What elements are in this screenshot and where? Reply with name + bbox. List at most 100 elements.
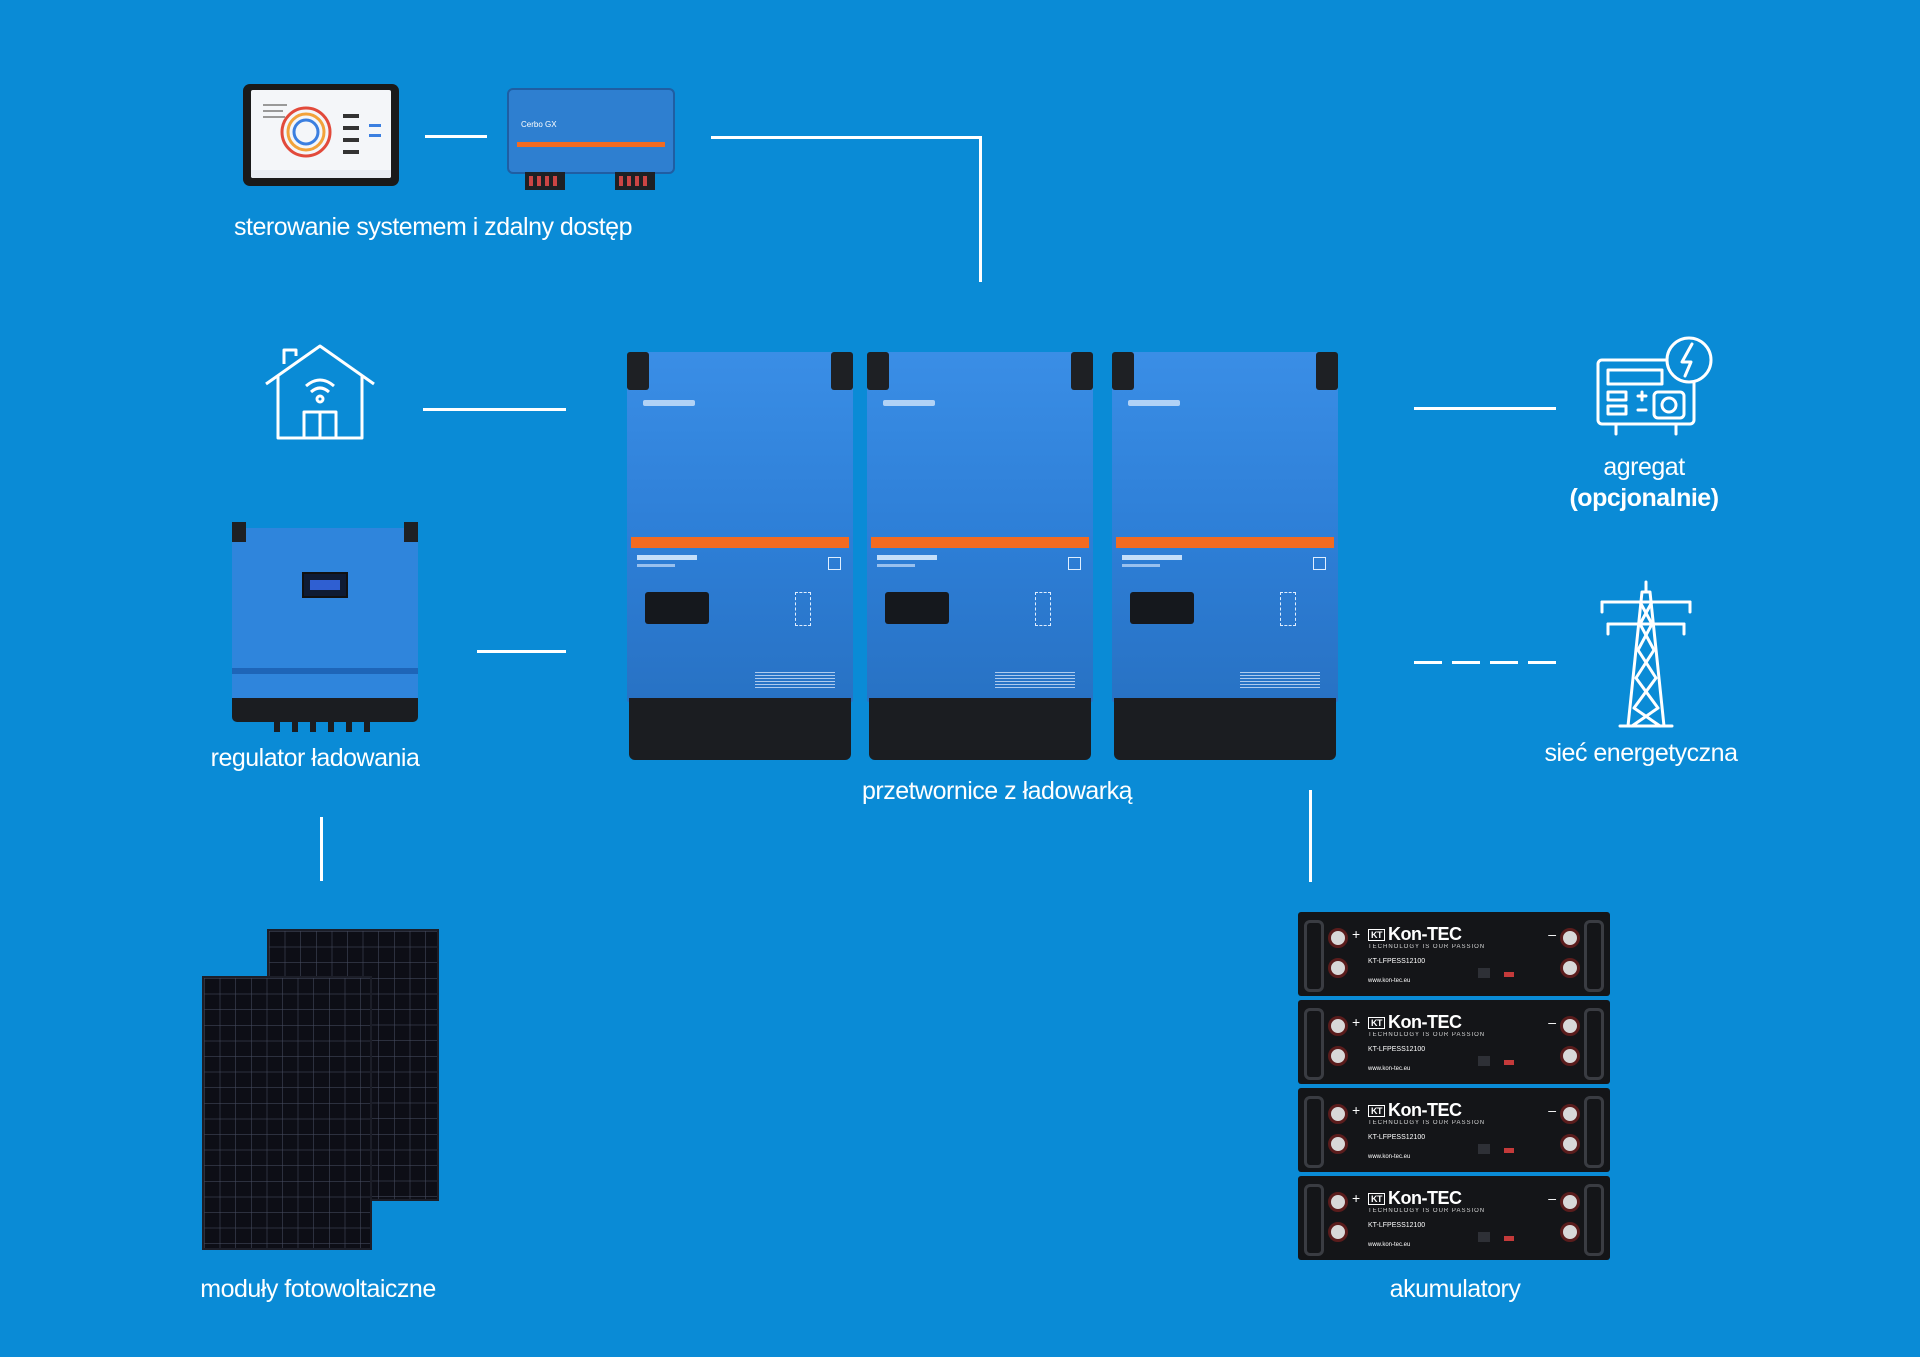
kontec-brand: Kon-TEC <box>1388 1188 1462 1208</box>
connector-grid-dash <box>1490 661 1518 664</box>
battery-port <box>1478 1232 1490 1242</box>
minus-sign: – <box>1548 1190 1556 1206</box>
house-icon <box>265 344 375 440</box>
inverter-led-panel <box>1130 592 1194 624</box>
mppt-terminal <box>310 720 316 732</box>
inverter-model-sub <box>637 564 675 567</box>
inverter-model-label <box>1122 555 1182 560</box>
cerbo-connectors <box>525 172 655 190</box>
label-pv-modules: moduły fotowoltaiczne <box>200 1275 436 1303</box>
battery-handle <box>1584 1008 1604 1080</box>
mppt-base <box>232 698 418 722</box>
mppt-terminal <box>274 720 280 732</box>
victron-logo <box>643 400 695 406</box>
label-control-remote-access: sterowanie systemem i zdalny dostęp <box>234 213 632 241</box>
label-charge-controller: regulator ładowania <box>210 744 420 772</box>
connector-inverters-generator <box>1414 407 1556 410</box>
inverter-schematic <box>1280 592 1296 626</box>
inverter-corner <box>1316 352 1338 390</box>
battery-model: KT-LFPESS12100 <box>1368 1134 1426 1141</box>
kontec-tagline: TECHNOLOGY IS OUR PASSION <box>1368 1120 1486 1126</box>
battery-terminal <box>1328 1046 1348 1066</box>
inverter-corner <box>1112 352 1134 390</box>
mppt-terminal <box>346 720 352 732</box>
cerbo-label: Cerbo GX <box>521 120 557 129</box>
battery-website: www.kon-tec.eu <box>1368 1066 1411 1072</box>
tablet-screen <box>251 90 391 178</box>
battery-terminal <box>1328 1134 1348 1154</box>
inverter-base <box>629 698 851 760</box>
inverter-schematic <box>795 592 811 626</box>
battery-terminal <box>1328 1104 1348 1124</box>
plus-sign: + <box>1352 926 1361 942</box>
battery-website: www.kon-tec.eu <box>1368 978 1411 984</box>
dashboard-graphic <box>251 104 391 178</box>
plus-sign: + <box>1352 1190 1361 1206</box>
mppt-body <box>232 528 418 702</box>
battery-switch <box>1504 1236 1514 1241</box>
connector-tablet-cerbo <box>425 135 487 138</box>
kontec-logo-box: KT <box>1368 1017 1385 1030</box>
gx-touch-tablet <box>243 84 399 186</box>
battery-port <box>1478 1056 1490 1066</box>
battery-handle <box>1304 1008 1324 1080</box>
inverter-corner <box>831 352 853 390</box>
battery-handle <box>1304 1096 1324 1168</box>
battery-terminal <box>1560 1134 1580 1154</box>
inverter-model-label <box>637 555 697 560</box>
mppt-terminal <box>364 720 370 732</box>
cerbo-orange-stripe <box>517 142 665 147</box>
minus-sign: – <box>1548 926 1556 942</box>
minus-sign: – <box>1548 1102 1556 1118</box>
label-batteries: akumulatory <box>1389 1275 1521 1303</box>
connector-grid-dash <box>1414 661 1442 664</box>
connector-inverters-batteries <box>1309 790 1312 882</box>
inverter-qr <box>1068 557 1081 570</box>
battery-terminal <box>1560 1192 1580 1212</box>
connector-grid-dash <box>1452 661 1480 664</box>
battery-handle <box>1304 920 1324 992</box>
battery-model: KT-LFPESS12100 <box>1368 1046 1426 1053</box>
inverter-qr <box>1313 557 1326 570</box>
battery-port <box>1478 1144 1490 1154</box>
connector-mppt-inverters <box>477 650 566 653</box>
kontec-brand: Kon-TEC <box>1388 1012 1462 1032</box>
victron-logo <box>883 400 935 406</box>
inverter-fine-print <box>755 672 835 688</box>
battery-handle <box>1584 1184 1604 1256</box>
battery-handle <box>1584 920 1604 992</box>
inverter-corner <box>1071 352 1093 390</box>
battery-handle <box>1304 1184 1324 1256</box>
battery-terminal <box>1560 1046 1580 1066</box>
battery-website: www.kon-tec.eu <box>1368 1154 1411 1160</box>
inverter-corner <box>867 352 889 390</box>
generator-optional-note: (opcjonalnie) <box>1569 484 1719 513</box>
inverter-led-panel <box>885 592 949 624</box>
inverter-unit-2 <box>867 352 1093 760</box>
generator-text: agregat <box>1603 453 1685 481</box>
connector-mppt-pv <box>320 817 323 881</box>
victron-logo <box>1128 400 1180 406</box>
battery-model: KT-LFPESS12100 <box>1368 958 1426 965</box>
inverter-unit-3 <box>1112 352 1338 760</box>
kontec-tagline: TECHNOLOGY IS OUR PASSION <box>1368 1032 1486 1038</box>
battery-model: KT-LFPESS12100 <box>1368 1222 1426 1229</box>
label-generator: agregat (opcjonalnie) <box>1569 452 1719 515</box>
battery-switch <box>1504 1060 1514 1065</box>
inverter-fine-print <box>995 672 1075 688</box>
inverter-unit-1 <box>627 352 853 760</box>
battery-terminal <box>1328 1192 1348 1212</box>
inverter-body <box>627 352 853 702</box>
inverter-led-panel <box>645 592 709 624</box>
inverter-base <box>869 698 1091 760</box>
minus-sign: – <box>1548 1014 1556 1030</box>
plus-sign: + <box>1352 1102 1361 1118</box>
generator-icon <box>1596 336 1713 436</box>
inverter-base <box>1114 698 1336 760</box>
battery-handle <box>1584 1096 1604 1168</box>
